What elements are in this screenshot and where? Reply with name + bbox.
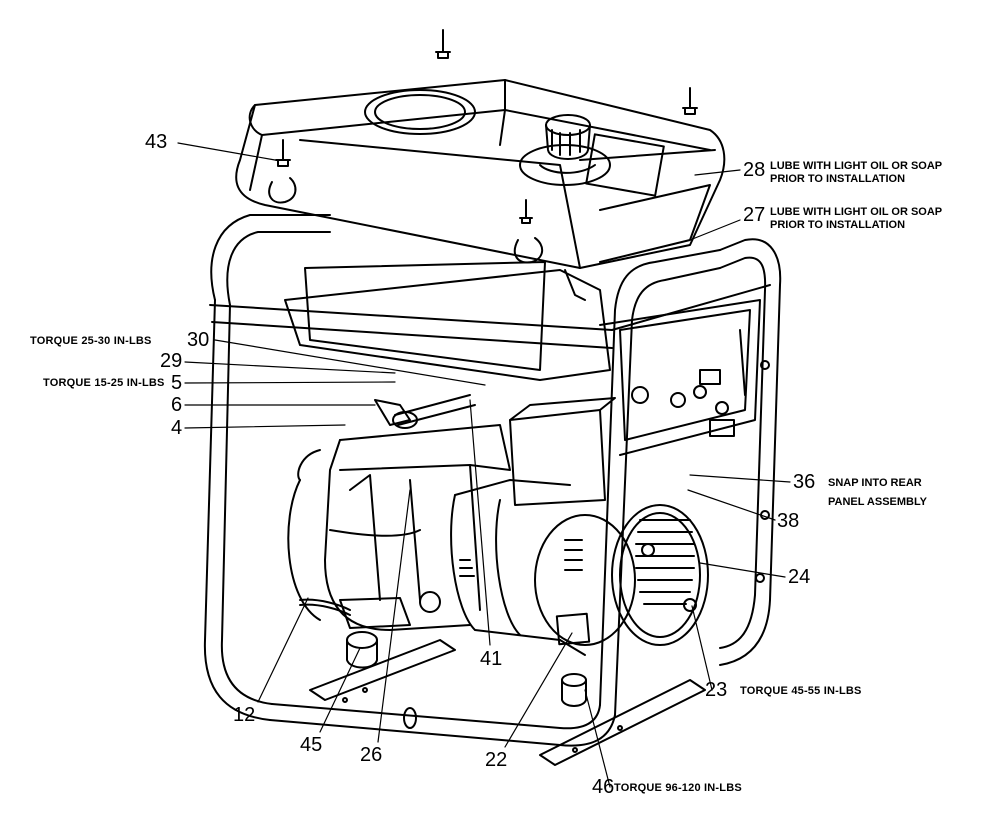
note-28-line2: PRIOR TO INSTALLATION [770,173,906,185]
callout-46: 46 [592,776,615,798]
fuel-cap [519,114,611,186]
callout-38: 38 [777,510,800,532]
callout-22: 22 [485,749,508,771]
bolt-icon [275,139,291,167]
bolt-icon [519,199,533,224]
callout-36: 36 [793,471,816,493]
alternator [450,397,709,646]
control-panel [284,261,770,583]
callout-29: 29 [160,350,183,372]
note-27-line2: PRIOR TO INSTALLATION [770,219,906,231]
base-rails [309,612,706,766]
callout-12: 12 [233,704,256,726]
tubular-frame [203,214,782,747]
bolt-icon [435,29,451,59]
note-27-line1: LUBE WITH LIGHT OIL OR SOAP [770,206,943,218]
callout-4: 4 [171,417,183,439]
note-36-line1: SNAP INTO REAR [828,477,922,489]
callout-28: 28 [743,159,766,181]
engine-assembly [287,394,511,669]
note-torque-5: TORQUE 15-25 IN-LBS [43,377,165,389]
callout-26: 26 [360,744,383,766]
callout-45: 45 [300,734,323,756]
note-torque-46: TORQUE 96-120 IN-LBS [614,782,742,794]
bolt-icon [682,87,698,115]
callout-23: 23 [705,679,728,701]
note-36-line2: PANEL ASSEMBLY [828,496,928,508]
note-torque-30: TORQUE 25-30 IN-LBS [30,335,152,347]
fuel-tank [235,29,726,301]
callout-5: 5 [171,372,183,394]
note-torque-23: TORQUE 45-55 IN-LBS [740,685,862,697]
note-28: LUBE WITH LIGHT OIL OR SOAP PRIOR TO INS… [770,160,942,186]
callout-6: 6 [171,394,183,416]
note-27: LUBE WITH LIGHT OIL OR SOAP PRIOR TO INS… [770,206,942,232]
note-36: SNAP INTO REAR PANEL ASSEMBLY [828,477,927,509]
callout-24: 24 [788,566,811,588]
callout-27: 27 [743,204,766,226]
callout-43: 43 [145,131,168,153]
leader-lines [177,142,791,788]
callout-30: 30 [187,329,210,351]
note-28-line1: LUBE WITH LIGHT OIL OR SOAP [770,160,943,172]
callout-41: 41 [480,648,503,670]
